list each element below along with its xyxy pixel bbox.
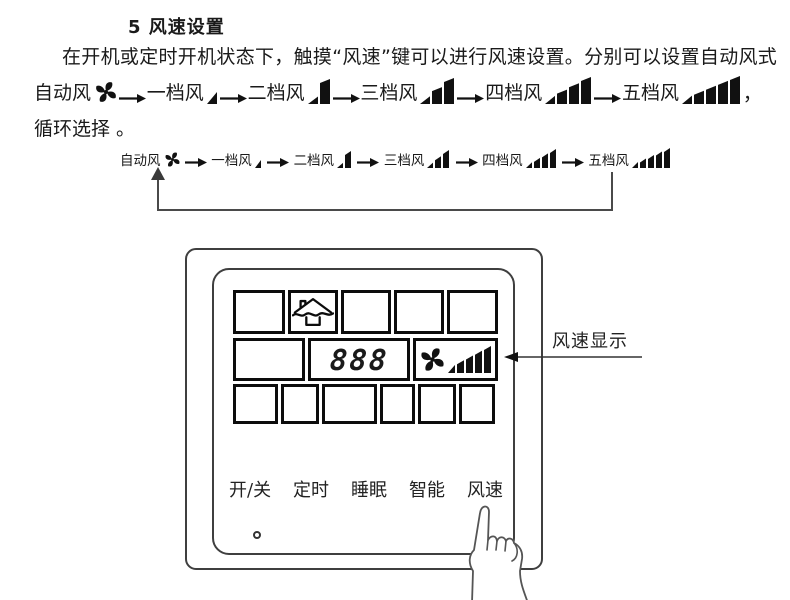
diagram-label-4: 四档风 [482,152,523,169]
flow-label-5: 五档风 [621,82,679,105]
lcd-grid: 888 [233,290,498,427]
button-smart[interactable]: 智能 [408,480,445,501]
seven-segment-value: 888 [328,342,390,377]
button-row: 开/关 定时 睡眠 智能 风速 [229,476,503,502]
arrow-right-icon [219,93,247,104]
fan-speed-4-icon [545,77,593,104]
callout-label: 风速显示 [552,331,628,352]
lcd-cell [459,384,495,424]
lcd-cell [281,384,319,424]
fan-speed-1-icon [206,80,219,104]
fan-speed-display [413,338,498,381]
fan-speed-3-icon [420,78,456,104]
arrow-right-icon [357,157,380,168]
button-power[interactable]: 开/关 [229,480,272,501]
lcd-cell [322,384,377,424]
lcd-cell [233,290,285,334]
lcd-cell [233,338,305,381]
button-fan-speed[interactable]: 风速 [466,480,503,501]
arrow-right-icon [118,93,146,104]
lcd-cell [233,384,278,424]
fan-speed-cycle-diagram: 自动风 一档风 二档风 三档风 四档风 五档风 [120,147,672,168]
fan-icon [419,346,446,373]
power-led [253,531,261,539]
fan-speed-2-icon [337,151,353,168]
diagram-label-5: 五档风 [588,152,629,169]
intro-text: 在开机或定时开机状态下，触摸“风速”键可以进行风速设置。分别可以设置自动风式 [62,46,778,68]
fan-icon [164,151,181,168]
lcd-cell [341,290,391,334]
arrow-right-icon [332,93,360,104]
diagram-label-3: 三档风 [383,152,425,169]
flow-label-1: 一档风 [146,82,204,105]
lcd-cell [447,290,498,334]
arrow-right-icon [457,93,485,104]
lcd-cell [380,384,415,424]
fan-icon [94,80,118,104]
diagram-label-1: 一档风 [211,152,252,169]
flow-label-4: 四档风 [485,82,543,105]
fan-speed-3-icon [427,150,451,168]
flow-label-3: 三档风 [360,82,418,105]
panel-inner-frame [212,268,515,555]
fan-speed-1-icon [254,152,263,168]
arrow-right-icon [455,157,478,168]
arrow-right-icon [184,157,207,168]
button-sleep[interactable]: 睡眠 [351,480,388,501]
loop-arrow [151,167,613,211]
arrow-right-icon [594,93,622,104]
lcd-cell [418,384,456,424]
lcd-cell [394,290,444,334]
diagram-label-auto: 自动风 [120,152,161,169]
flow-label-2: 二档风 [247,82,305,105]
fan-speed-5-icon [631,148,672,168]
section-heading: 5 风速设置 [128,17,225,38]
flow-comma: ， [742,83,762,105]
callout-arrow-icon [504,352,642,362]
control-panel: 888 开/关 定时 睡眠 智能 风速 [185,248,543,570]
diagram-label-2: 二档风 [293,152,335,169]
fan-speed-cycle-inline: 自动风 一档风 二档风 三档风 四档风 五档风 ， [34,74,762,104]
outro-text: 循环选择 。 [34,118,136,140]
flow-label-auto: 自动风 [34,82,92,105]
button-timer[interactable]: 定时 [293,480,330,501]
arrow-right-icon [267,157,290,168]
lcd-number-display: 888 [308,338,410,381]
fan-speed-5-icon [447,346,493,373]
house-air-icon [292,297,334,326]
pointing-hand-icon [468,505,528,600]
arrow-right-icon [562,157,585,168]
fan-speed-4-icon [525,149,558,168]
fan-speed-2-icon [307,79,332,104]
lcd-cell-house [288,290,338,334]
fan-speed-5-icon [682,76,742,104]
